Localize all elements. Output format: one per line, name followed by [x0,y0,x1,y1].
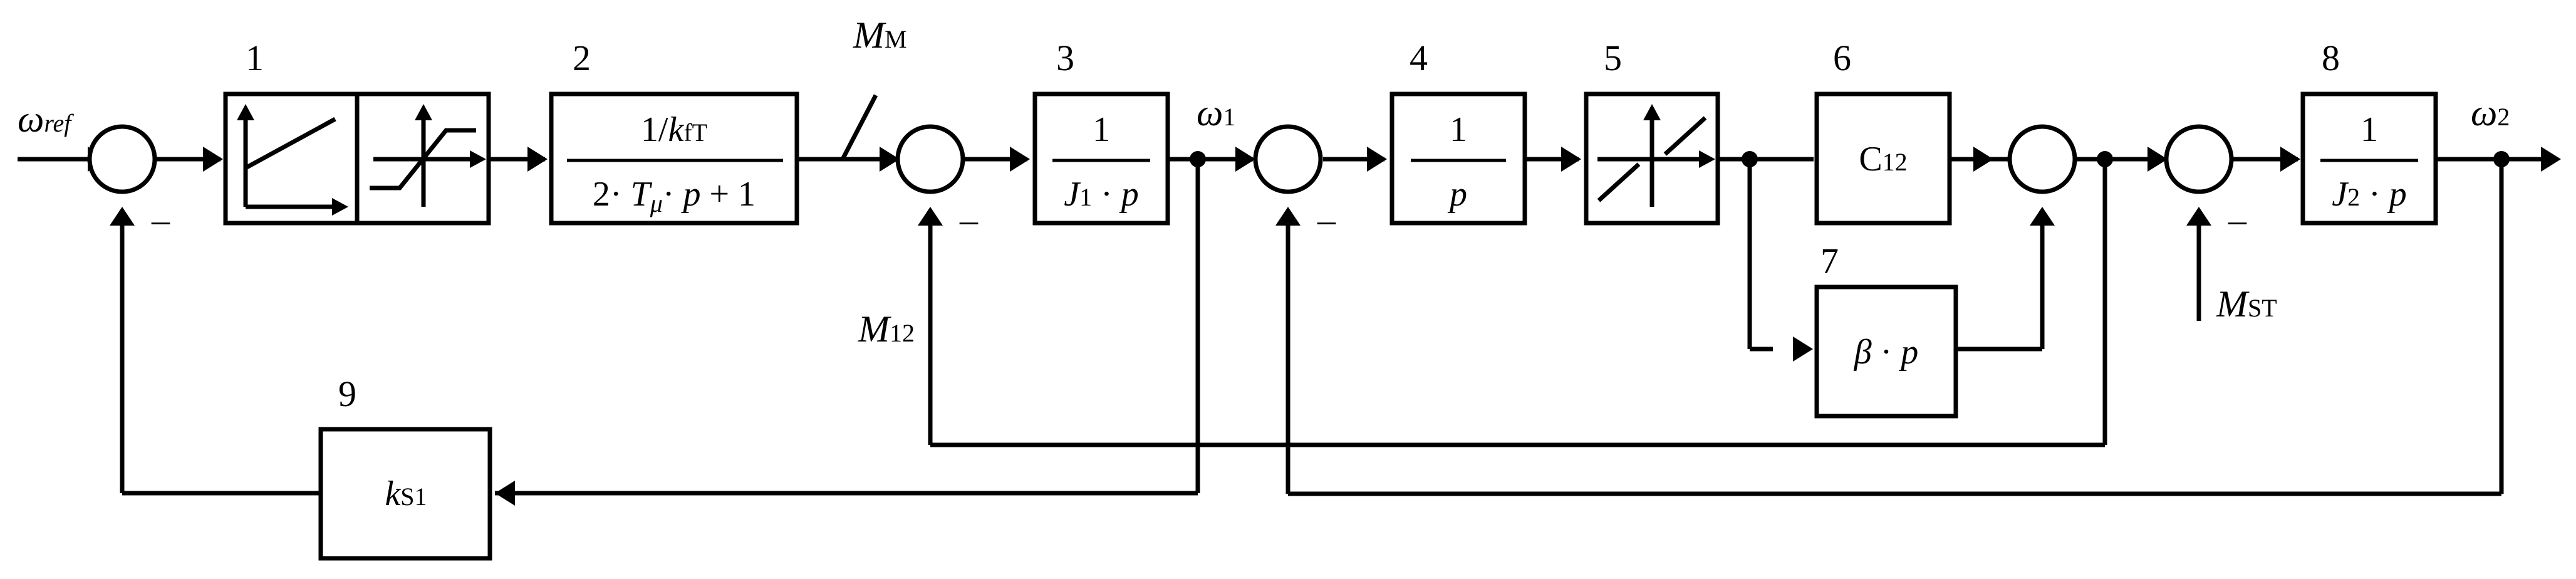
block-3: 1 J1 · p 3 [1032,38,1170,226]
signal-label-omega-1: ω1 [1197,92,1235,133]
block-number: 5 [1604,38,1622,78]
svg-text:β · p: β · p [1854,333,1919,372]
block-6: C12 6 [1814,38,1952,226]
svg-text:2· Tμ· p + 1: 2· Tμ· p + 1 [593,175,756,217]
sum-junction-1 [87,124,157,194]
minus-sign: – [151,199,170,240]
block-4: 1 p 4 [1389,38,1527,226]
signal-label-omega-ref: ωref [18,98,74,140]
svg-text:J1 · p: J1 · p [1064,175,1139,214]
block-5: 5 [1584,38,1720,226]
block-number: 8 [2322,38,2340,78]
block-number: 3 [1056,38,1074,78]
junction-dots [1190,151,2510,167]
summing-junctions [87,124,2234,194]
block-number: 6 [1833,38,1851,78]
block-number: 1 [246,38,264,78]
svg-text:kS1: kS1 [385,474,427,513]
minus-sign: – [959,199,979,240]
sum-junction-2 [895,124,965,194]
block-7: β · p 7 [1814,241,1958,419]
svg-text:p: p [1447,175,1467,214]
minus-sign: – [1317,199,1336,240]
block-9: kS1 9 [318,373,492,561]
block-number: 2 [573,38,591,78]
sum-junction-5 [2164,124,2234,194]
minus-sign: – [2228,199,2247,240]
svg-text:1/kfT: 1/kfT [641,110,707,149]
svg-text:1: 1 [1450,110,1467,149]
block-number: 4 [1410,38,1428,78]
svg-text:1: 1 [2360,110,2378,149]
minus-signs: – – – – [151,199,2247,240]
block-number: 9 [338,373,356,414]
arrow-heads [88,147,2561,506]
block-8: 1 J2 · p 8 [2300,38,2438,226]
svg-text:J2 · p: J2 · p [2332,175,2407,214]
signal-label-omega-2: ω2 [2471,92,2510,133]
block-1: 1 [223,38,491,226]
signal-label-M-M: MM [853,14,907,56]
signal-label-M-12: M12 [858,308,915,350]
svg-text:C12: C12 [1859,140,1907,179]
block-number: 7 [1820,241,1839,281]
sum-junction-3 [1253,124,1323,194]
signal-label-M-ST: MST [2216,283,2277,325]
svg-text:1: 1 [1093,110,1110,149]
sum-junction-4 [2007,124,2077,194]
block-2: 1/kfT 2· Tμ· p + 1 2 [549,38,799,226]
